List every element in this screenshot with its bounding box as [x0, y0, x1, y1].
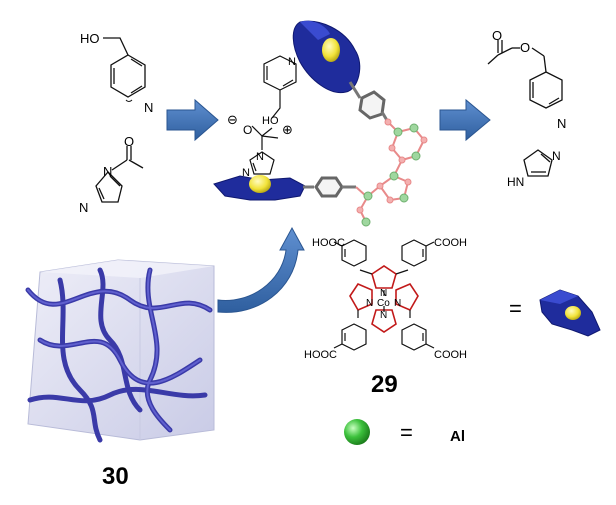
tetrahedral-intermediate — [249, 55, 297, 175]
porphyrin-icon — [539, 289, 601, 337]
n-bottom-label: N — [380, 310, 387, 321]
acyl-n1-label: N — [103, 164, 112, 179]
cooh-top-left: HOOC — [312, 237, 345, 249]
reactant-acyl-imidazole — [95, 146, 144, 203]
ester-o1-label: O — [492, 28, 502, 43]
porphyrin-equals: = — [509, 296, 522, 321]
top-linker — [348, 81, 390, 123]
cooh-bottom-right: COOH — [434, 349, 467, 361]
n-left-label: N — [366, 298, 373, 309]
top-porphyrin-disc — [292, 20, 361, 94]
reactant-alcohol — [103, 37, 146, 102]
right-arrow-icon — [439, 98, 491, 142]
intermediate-minus: ⊖ — [227, 112, 238, 127]
ester-n-label: N — [557, 116, 566, 131]
al-sphere-icon — [344, 419, 370, 445]
al-equals: = — [400, 420, 413, 445]
alcohol-oh-label: HO — [80, 31, 100, 46]
mof-cube-icon — [25, 259, 215, 443]
compound-30-number: 30 — [102, 463, 129, 490]
n-top-label: N — [380, 288, 387, 299]
intermediate-ho-label: HO — [262, 115, 279, 127]
alcohol-n-label: N — [144, 100, 153, 115]
product-imidazole — [523, 149, 553, 177]
product-ester — [487, 40, 563, 109]
imidazole-hn-label: HN — [507, 175, 524, 189]
imidazole-n-label: N — [552, 149, 561, 163]
acyl-n3-label: N — [79, 200, 88, 215]
compound-29-number: 29 — [371, 371, 398, 398]
intermediate-o-label: O — [243, 123, 252, 137]
compound-29-structure — [333, 239, 435, 351]
curved-arrow-icon — [217, 226, 305, 313]
cooh-bottom-left: HOOC — [304, 349, 337, 361]
ester-o2-label: O — [520, 40, 530, 55]
intermediate-pyridine-n: N — [288, 56, 296, 68]
n-right-label: N — [394, 298, 401, 309]
right-arrow-icon — [166, 98, 219, 142]
co-label: Co — [377, 298, 390, 309]
cooh-top-right: COOH — [434, 237, 467, 249]
intermediate-imid-n2: N — [242, 167, 250, 179]
intermediate-imid-n1: N — [256, 151, 264, 163]
bottom-porphyrin-disc — [213, 175, 306, 201]
bottom-linker — [303, 176, 356, 198]
intermediate-plus: ⊕ — [282, 122, 293, 137]
al-label: Al — [450, 428, 465, 445]
al-oxo-cluster — [355, 118, 428, 227]
acyl-o-label: O — [124, 134, 134, 149]
